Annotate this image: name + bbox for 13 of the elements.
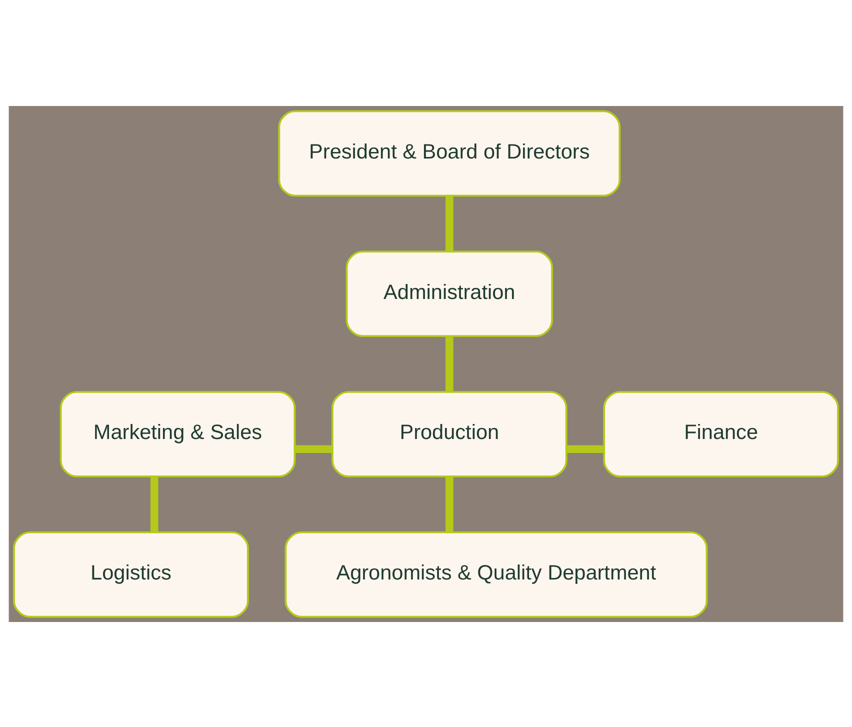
node-box: Administration xyxy=(346,250,554,337)
node-box: Agronomists & Quality Department xyxy=(284,530,708,618)
connector xyxy=(446,476,454,532)
connector xyxy=(446,195,454,251)
node-box: Finance xyxy=(603,390,839,477)
node-box: Production xyxy=(331,390,568,477)
connector xyxy=(446,336,454,392)
connector xyxy=(150,476,158,532)
node-box: Marketing & Sales xyxy=(60,390,296,477)
connector xyxy=(566,444,604,453)
node-box: Logistics xyxy=(13,530,249,618)
node-box: President & Board of Directors xyxy=(278,110,621,196)
connector xyxy=(294,444,332,453)
